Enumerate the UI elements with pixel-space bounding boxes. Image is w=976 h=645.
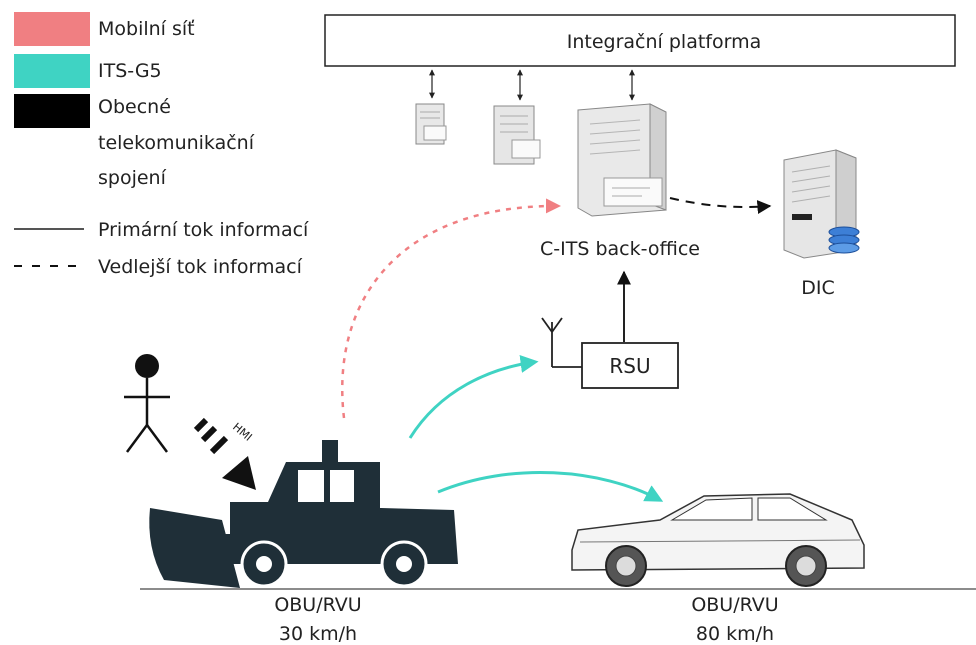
database-icon [828, 226, 860, 254]
rsu-label: RSU [609, 354, 650, 378]
legend-label-general-line1: Obecné [98, 96, 171, 118]
car-icon [571, 493, 865, 587]
itsg5-to-rsu-arrow [408, 354, 539, 439]
legend: Mobilní síť ITS-G5 Obecné telekomunikačn… [14, 12, 309, 278]
backoffice-to-dic-arrow [669, 197, 772, 214]
platform-box [324, 14, 956, 67]
dic-label: DIC [801, 277, 835, 299]
rsu-box [581, 342, 679, 389]
legend-swatch-itsg5 [14, 54, 90, 88]
legend-label-secondary: Vedlejší tok informací [98, 256, 303, 278]
platform-label: Integrační platforma [567, 31, 761, 53]
hmi-label: HMI [230, 420, 254, 443]
rsu: RSU [581, 342, 679, 389]
server-icon [415, 103, 447, 145]
legend-label-itsg5: ITS-G5 [98, 60, 162, 82]
legend-label-general-line3: spojení [98, 167, 167, 189]
server-icon [493, 105, 541, 165]
mobile-network-arrow [341, 198, 561, 419]
legend-swatch-mobile [14, 12, 90, 46]
itsg5-to-car-arrow [437, 470, 664, 502]
backoffice-label: C-ITS back-office [540, 238, 700, 260]
plow-obu-label: OBU/RVU [274, 594, 361, 616]
hmi-arrow-icon [193, 417, 256, 490]
car-speed-label: 80 km/h [696, 623, 774, 645]
legend-label-general-line2: telekomunikační [98, 132, 255, 154]
car-obu-label: OBU/RVU [691, 594, 778, 616]
integration-platform: Integrační platforma [324, 14, 956, 67]
legend-label-primary: Primární tok informací [98, 219, 309, 241]
snowplow-truck-icon [149, 440, 458, 588]
plow-speed-label: 30 km/h [279, 623, 357, 645]
backoffice-server-icon [577, 103, 667, 217]
legend-label-mobile: Mobilní síť [98, 18, 195, 40]
person-icon [124, 354, 170, 453]
antenna-icon [541, 317, 582, 368]
legend-swatch-general [14, 94, 90, 128]
